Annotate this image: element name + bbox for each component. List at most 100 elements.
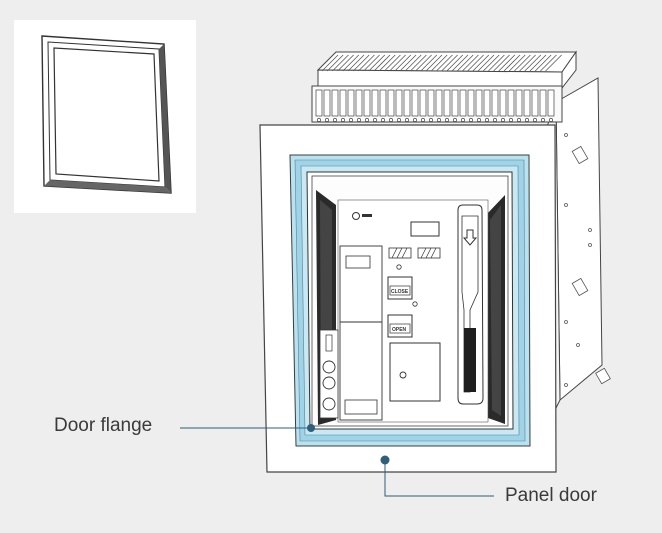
terminal-block <box>531 89 539 117</box>
heat-fin <box>451 54 469 72</box>
heat-fin <box>342 54 360 72</box>
heat-fin <box>399 54 417 72</box>
close-button-label: CLOSE <box>391 289 409 295</box>
heat-fin <box>415 54 432 72</box>
terminal-block <box>507 89 515 117</box>
heat-fin <box>446 54 464 72</box>
terminal-block <box>323 89 331 117</box>
terminal-block <box>435 89 443 117</box>
side-panel-details <box>564 133 611 387</box>
heat-fin <box>467 54 484 72</box>
terminal-screw <box>437 118 441 122</box>
terminal-screw <box>509 118 513 122</box>
open-button-label: OPEN <box>392 327 407 333</box>
terminal-block <box>315 89 323 117</box>
terminal-block <box>411 89 419 117</box>
terminal-screw <box>541 118 545 122</box>
heat-fin <box>394 54 412 72</box>
heat-fin <box>436 54 453 72</box>
terminal-screw <box>469 118 473 122</box>
terminal-block <box>523 89 531 117</box>
terminal-block <box>427 89 435 117</box>
terminal-screw <box>357 118 361 122</box>
terminal-block <box>515 89 523 117</box>
terminal-screw <box>517 118 521 122</box>
terminal-screw <box>405 118 409 122</box>
arrow-down-icon <box>462 229 478 246</box>
heat-fin <box>326 54 344 72</box>
breaker-front: CLOSE OPEN <box>311 175 509 427</box>
heat-fin <box>425 54 443 72</box>
door-flange-label: Door flange <box>54 415 153 436</box>
heat-fin <box>363 54 380 72</box>
heat-fin <box>482 54 500 72</box>
flange-inset <box>14 20 196 213</box>
heat-fin <box>358 54 375 72</box>
heat-fin <box>456 54 474 72</box>
terminal-screw <box>397 118 401 122</box>
terminal-screw <box>381 118 385 122</box>
heat-fin <box>545 54 562 72</box>
heat-fin <box>352 54 370 72</box>
heat-fin <box>472 54 490 72</box>
panel-door-callout <box>380 455 494 497</box>
terminal-screw <box>365 118 369 122</box>
terminal-screw <box>373 118 377 122</box>
heat-fin <box>514 54 531 72</box>
terminal-screw <box>493 118 497 122</box>
terminal-block <box>491 89 499 117</box>
flange-inset-frame <box>41 35 172 194</box>
heat-fin <box>441 54 458 72</box>
heat-fin <box>462 54 479 72</box>
terminal-block <box>539 89 547 117</box>
terminal-screw <box>485 118 489 122</box>
heat-fin <box>430 54 448 72</box>
heat-fin <box>389 54 406 72</box>
heat-fin <box>519 54 536 72</box>
terminal-block <box>419 89 427 117</box>
terminal-row <box>315 89 555 122</box>
terminal-block <box>547 89 555 117</box>
heat-fin <box>368 54 386 72</box>
terminal-screw <box>413 118 417 122</box>
terminal-block <box>395 89 403 117</box>
terminal-screw <box>421 118 425 122</box>
heat-fin <box>384 54 401 72</box>
heat-fin <box>332 54 349 72</box>
heat-fin <box>540 54 557 72</box>
terminal-screw <box>341 118 345 122</box>
terminal-screw <box>429 118 433 122</box>
heat-fin <box>493 54 510 72</box>
heat-fin <box>373 54 391 72</box>
terminal-block <box>483 89 491 117</box>
heat-fin <box>508 54 526 72</box>
terminal-block <box>363 89 371 117</box>
terminal-block <box>475 89 483 117</box>
top-fins <box>321 54 562 72</box>
terminal-screw <box>317 118 321 122</box>
terminal-block <box>387 89 395 117</box>
terminal-block <box>347 89 355 117</box>
terminal-block <box>371 89 379 117</box>
terminal-screw <box>389 118 393 122</box>
heat-fin <box>404 54 422 72</box>
heat-fin <box>378 54 396 72</box>
terminal-screw <box>477 118 481 122</box>
terminal-block <box>379 89 387 117</box>
terminal-screw <box>461 118 465 122</box>
terminal-block <box>331 89 339 117</box>
charging-handle[interactable] <box>457 204 484 405</box>
heat-fin <box>498 54 516 72</box>
heat-fin <box>420 54 438 72</box>
terminal-block <box>339 89 347 117</box>
heat-fin <box>529 54 547 72</box>
terminal-screw <box>445 118 449 122</box>
terminal-block <box>355 89 363 117</box>
heat-fin <box>321 54 339 72</box>
heat-fin <box>488 54 505 72</box>
terminal-block <box>467 89 475 117</box>
terminal-screw <box>533 118 537 122</box>
terminal-block <box>459 89 467 117</box>
terminal-screw <box>349 118 353 122</box>
